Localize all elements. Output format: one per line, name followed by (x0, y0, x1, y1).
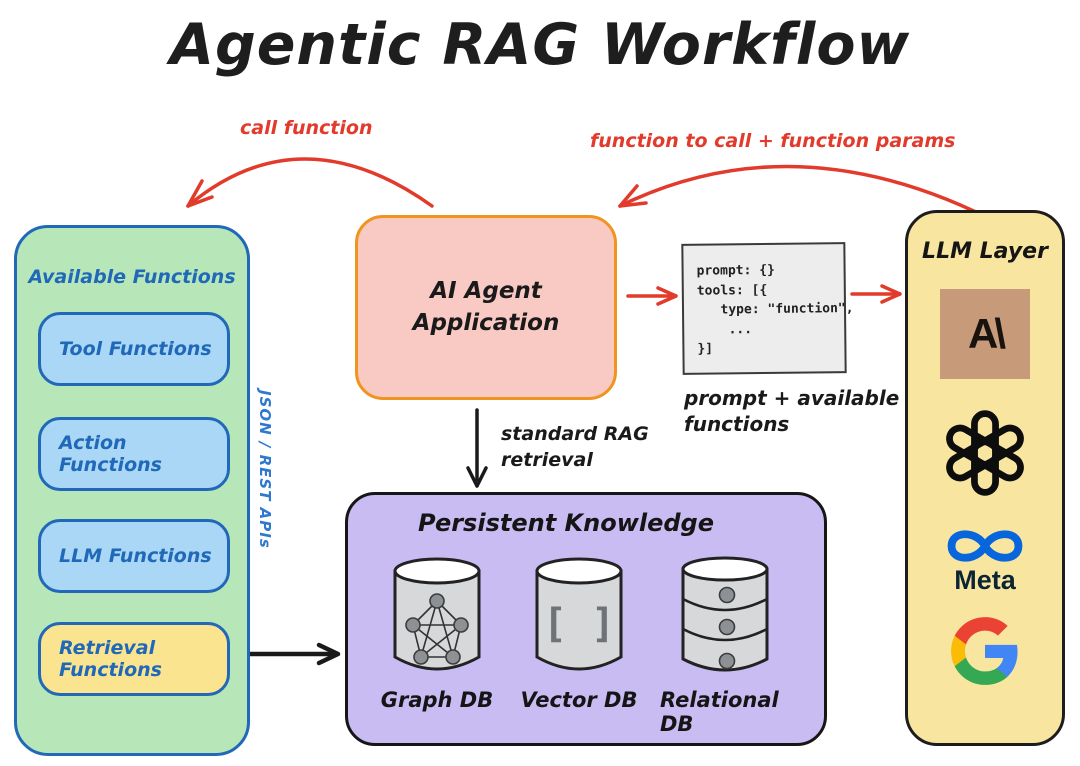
relational-db-label: Relational DB (660, 688, 779, 736)
relational-db-icon (681, 556, 769, 672)
svg-text:[ ]: [ ] (543, 601, 615, 647)
available-functions-title: Available Functions (28, 266, 236, 288)
standard-rag-label: standard RAG retrieval (501, 423, 649, 471)
call-function-label: call function (240, 117, 373, 139)
anthropic-logo-icon: A\ (940, 289, 1030, 379)
llm-layer-title: LLM Layer (922, 239, 1048, 264)
agent-title-line1: AI Agent (430, 278, 542, 305)
llm-layer-panel: LLM Layer A\ Meta (905, 210, 1065, 746)
ai-agent-application-box: AI Agent Application (355, 215, 617, 400)
persistent-knowledge-title: Persistent Knowledge (418, 509, 715, 537)
tool-functions-box: Tool Functions (38, 312, 230, 386)
graph-db-icon (393, 557, 481, 671)
arrow-call-function (186, 157, 434, 208)
arrow-prompt-to-llm (850, 284, 902, 304)
meta-logo-icon: Meta (941, 523, 1029, 596)
action-functions-box: Action Functions (38, 417, 230, 491)
graph-db-item: Graph DB (372, 551, 502, 712)
json-rest-apis-label: JSON / REST APIs (256, 390, 274, 549)
llm-functions-label: LLM Functions (59, 545, 212, 567)
relational-db-item: Relational DB (660, 551, 790, 736)
available-functions-panel: Available Functions Tool Functions Actio… (14, 225, 250, 756)
meta-wordmark: Meta (954, 565, 1016, 595)
retrieval-functions-box: Retrieval Functions (38, 622, 230, 696)
openai-logo-icon (937, 405, 1033, 505)
page-title: Agentic RAG Workflow (169, 12, 911, 78)
retrieval-functions-label: Retrieval Functions (59, 637, 162, 681)
arrow-agent-to-prompt (626, 286, 678, 306)
tool-functions-label: Tool Functions (59, 338, 212, 360)
action-functions-label: Action Functions (59, 432, 162, 476)
google-logo-icon (948, 614, 1022, 692)
function-to-call-label: function to call + function params (590, 130, 956, 152)
vector-db-icon: [ ] (535, 557, 623, 671)
graph-db-label: Graph DB (380, 688, 494, 712)
llm-functions-box: LLM Functions (38, 519, 230, 593)
agent-title-line2: Application (412, 309, 560, 336)
prompt-caption: prompt + available functions (684, 386, 900, 436)
arrow-retrieval-to-knowledge (241, 642, 341, 666)
persistent-knowledge-panel: Persistent Knowledge Graph DB [ ] (345, 492, 827, 746)
vector-db-item: [ ] Vector DB (514, 551, 644, 712)
prompt-code-box: prompt: {}tools: [{ type: "function", ..… (681, 242, 854, 375)
arrow-standard-rag (466, 408, 488, 488)
vector-db-label: Vector DB (520, 688, 638, 712)
